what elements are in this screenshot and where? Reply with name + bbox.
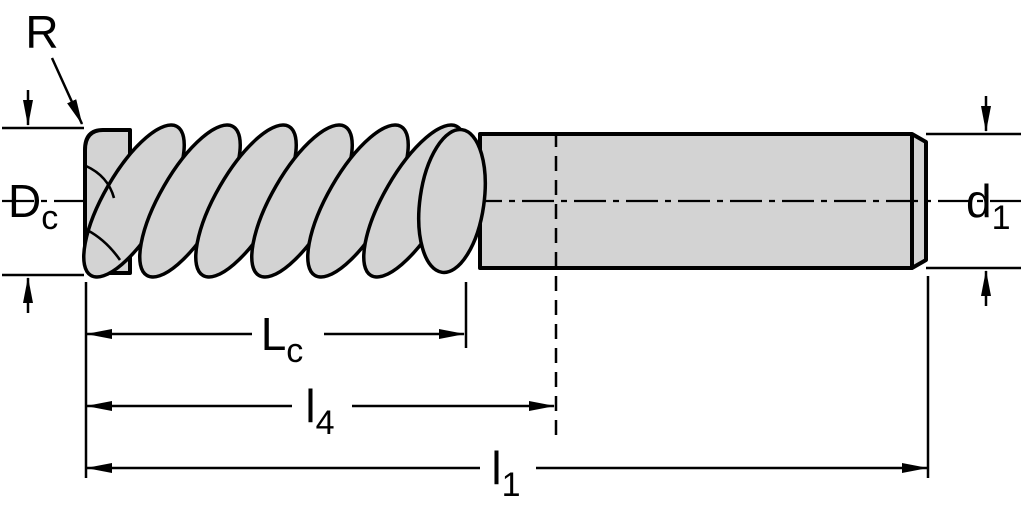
end-tooth-edge: [86, 228, 122, 261]
label-dc-base: D: [8, 175, 41, 227]
label-length-4: l4: [305, 380, 334, 442]
label-d1-base: d: [966, 175, 992, 227]
label-d1-sub: 1: [992, 199, 1011, 237]
dimension-cutting-length: Lc: [86, 282, 468, 370]
dimension-shank-diameter: d1: [926, 96, 1021, 306]
label-overall-length: l1: [491, 442, 520, 504]
flute-end-face: [417, 127, 487, 275]
dimensions: Dc d1 R Lc: [2, 6, 1021, 504]
dimension-length-4: l4: [86, 380, 555, 442]
label-dc-sub: c: [41, 199, 58, 237]
dimension-overall-length: l1: [84, 276, 930, 504]
label-lc-sub: c: [286, 332, 303, 370]
radius-leader-arrow: [50, 57, 84, 125]
label-lc-base: L: [261, 308, 287, 360]
label-shank-diameter: d1: [966, 175, 1011, 237]
flute-section: [82, 123, 487, 279]
label-l4-sub: 4: [316, 404, 335, 442]
label-l1-sub: 1: [502, 466, 521, 504]
dimension-cutting-diameter: Dc: [2, 90, 84, 313]
label-cutting-diameter: Dc: [8, 175, 58, 237]
label-radius: R: [25, 6, 58, 58]
end-tooth-edge: [85, 164, 116, 199]
label-l1-base: l: [491, 442, 501, 494]
label-cutting-length: Lc: [261, 308, 304, 370]
dimension-corner-radius: R: [25, 6, 84, 125]
label-l4-base: l: [305, 380, 315, 432]
